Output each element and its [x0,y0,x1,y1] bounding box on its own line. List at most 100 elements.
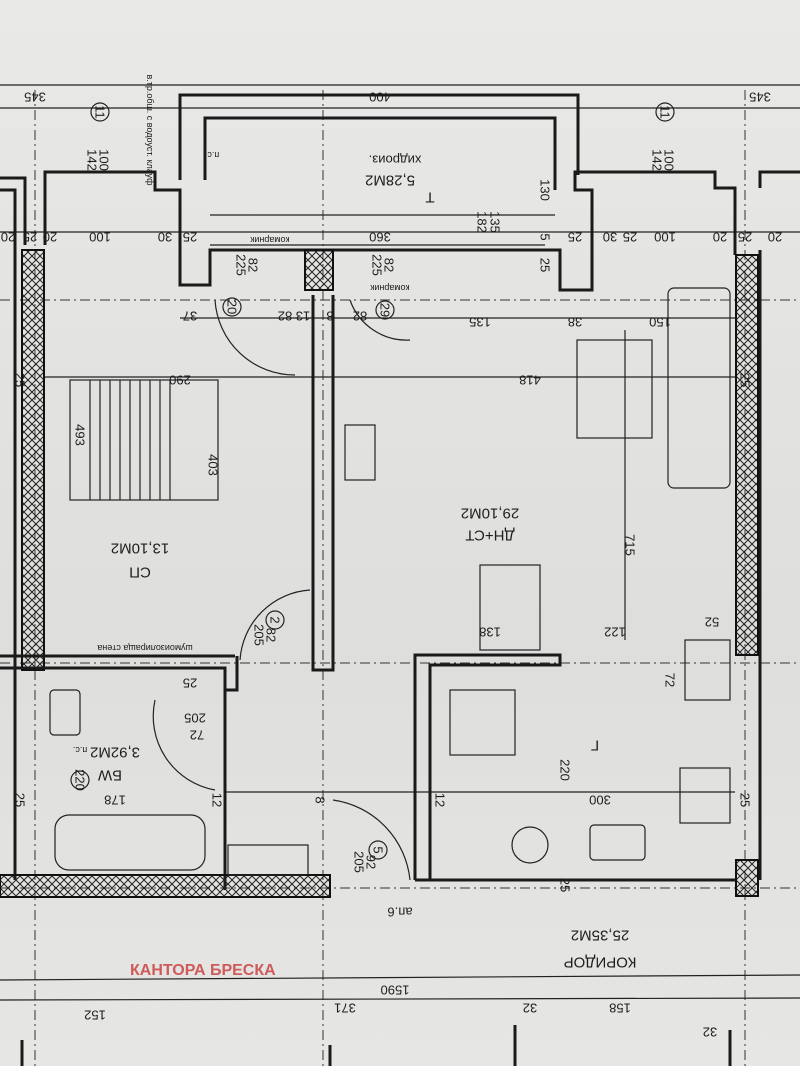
dimension-label: 25 [538,258,553,272]
bathroom-name: БW [97,767,122,784]
terrace-name: Т [425,189,434,206]
dimension-label: 715 [623,534,638,556]
dimension-label: 418 [519,373,541,388]
dimension-label: 8 [313,796,328,803]
dimension-label: 25 [23,230,37,245]
dimension-label: 135 [488,211,503,233]
floor-drain-note: п.с. [73,745,87,755]
dimension-label: 100 [654,230,676,245]
axis-marker-circle [90,102,110,122]
door-marker: 20 [225,300,240,314]
dimension-label: 30 [603,230,617,245]
dimension-label: 92 [364,855,379,869]
dimension-label: 37 [183,309,197,324]
dimension-label: 25 [13,793,28,807]
corridor-area: 25,35М2 [571,927,629,944]
dimension-label: 20 [43,230,57,245]
door-marker-circle [222,297,242,317]
dimension-label: 20 [768,230,782,245]
dimension-label: 52 [705,615,719,630]
dimension-label: 82 [278,309,292,324]
bathroom-area: 3,92М2 [90,744,140,761]
dimension-label: 225 [234,254,249,276]
dimension-label: 72 [190,728,204,743]
bedroom-area: 13,10М2 [111,540,169,557]
dimension-label: 345 [24,90,46,105]
dimension-label: 20 [1,230,15,245]
axis-marker-circle [655,102,675,122]
terrace [178,93,580,246]
dimension-label: 300 [589,793,611,808]
dimension-label: 345 [749,90,771,105]
dimension-label: 20 [713,230,727,245]
dimension-label: 182 [475,211,490,233]
terrace-note: хидроиз. [369,153,422,168]
dimension-label: 25 [568,230,582,245]
apartment-number: ап.6 [387,905,412,920]
door-marker-circle [375,300,395,320]
door-marker: 5 [371,846,386,853]
dimension-label: 138 [479,625,501,640]
dimension-label: 135 [469,315,491,330]
dimension-label: 72 [663,673,678,687]
living-name: ДН+СТ [465,527,514,544]
dimension-label: 178 [104,793,126,808]
walls [0,170,800,1066]
dimension-label: 205 [252,624,267,646]
dimension-label: 25 [738,793,753,807]
dimension-label: 152 [84,1008,106,1023]
dimension-label: 25 [738,230,752,245]
floor-drain-note: п.с. [205,150,219,160]
dimension-label: 25 [558,878,573,892]
dimension-label: 142 [85,149,100,171]
dimension-label: 32 [523,1001,537,1016]
dimension-label: 142 [650,149,665,171]
furniture [49,287,731,876]
dimension-label: 403 [206,454,221,476]
dimension-label: 82 [353,309,367,324]
door-marker: 29 [378,303,393,317]
dimension-label: 205 [184,711,206,726]
dimension-label: 12 [210,793,225,807]
dimension-label: 82 [264,628,279,642]
dimension-label: 25 [183,230,197,245]
dimension-label: 205 [352,851,367,873]
dimension-label: 100 [89,230,111,245]
dimension-label: 150 [649,315,671,330]
dimension-label: 493 [73,424,88,446]
axis-marker: 11 [93,105,108,119]
dimension-label: 25 [738,373,753,387]
dimension-label: 100 [97,149,112,171]
dimension-label: 12 [433,793,448,807]
fixture-marker-circle [70,770,90,790]
living-area: 29,10М2 [461,505,519,522]
doors [152,299,411,881]
watermark: КАНТОРА БРЕСКА [130,962,276,979]
dimension-label: 158 [609,1001,631,1016]
dimension-label: 30 [158,230,172,245]
dimension-label: 82 [382,258,397,272]
corridor-name: КОРИДОР [564,954,637,971]
kitchen-name: Г [591,737,599,754]
dimension-label: 82 [246,258,261,272]
dimension-label: 8 [326,309,333,324]
dimension-label: 371 [334,1001,356,1016]
terrace-area: 5,28М2 [365,172,415,189]
dimension-label: 122 [604,625,626,640]
fixture-marker: 220 [73,769,88,791]
dimension-label: 38 [568,315,582,330]
dimension-label: 5 [538,233,553,240]
dimension-label: 13 [296,309,310,324]
dimension-label: 1590 [381,983,410,998]
axis-marker: 11 [658,105,673,119]
door-marker: 2 [268,616,283,623]
dimension-label: 360 [369,230,391,245]
dimension-label: 400 [369,90,391,105]
dimension-label: 25 [13,373,28,387]
dimension-label: 130 [538,179,553,201]
bedroom-name: СП [129,564,151,581]
mosquito-net-note: комарник [250,235,289,245]
dimension-label: 100 [662,149,677,171]
dimension-label: 225 [370,254,385,276]
door-marker-circle [368,840,388,860]
